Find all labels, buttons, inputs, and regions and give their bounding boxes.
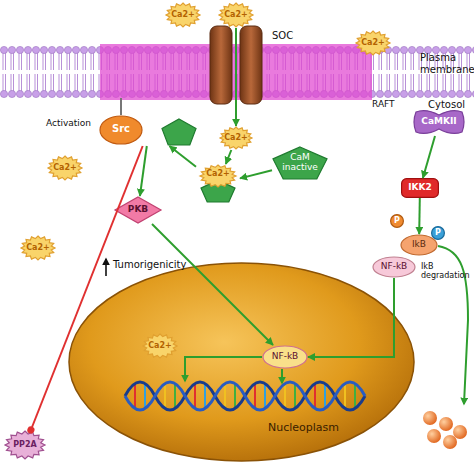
node-label: Ca2+ xyxy=(224,134,248,143)
nucleus-outline xyxy=(68,262,415,462)
calcium-ion: Ca2+ xyxy=(218,2,254,28)
nucleus: Nucleoplasm NF-kB Ca2+ xyxy=(68,262,415,462)
node-label: Ca2+ xyxy=(361,39,385,48)
activation-arrow xyxy=(418,198,421,234)
calcium-ion: Ca2+ xyxy=(219,126,253,150)
ikb-protein: IkB xyxy=(400,234,438,256)
node-label: NF-kB xyxy=(272,352,299,362)
phosphate-group: P xyxy=(390,214,404,228)
src-anchor xyxy=(120,98,122,115)
calcium-ion: Ca2+ xyxy=(165,2,201,28)
activation-arrow xyxy=(308,278,394,357)
pp2a-phosphatase: PP2A xyxy=(4,430,46,460)
node-label: Nucleoplasm xyxy=(268,422,339,434)
calmodulin-inactive: CaM inactive xyxy=(272,146,328,180)
activation-arrow xyxy=(240,170,272,178)
nfkb-protein: NF-kB xyxy=(372,256,416,278)
camkii-kinase: CaMKII xyxy=(412,108,466,136)
binding-arrow xyxy=(281,369,283,383)
calcium-ion: Ca2+ xyxy=(47,155,83,181)
node-label: Ca2+ xyxy=(224,11,248,20)
text-label: Tumorigenicity xyxy=(113,259,186,271)
node-label: Ca2+ xyxy=(53,164,77,173)
activation-arrow xyxy=(140,146,147,196)
phosphate-group: P xyxy=(431,226,445,240)
text-label: RAFT xyxy=(372,99,395,109)
node-label: Ca2+ xyxy=(148,342,172,351)
text-label: Cytosol xyxy=(428,99,465,111)
activation-arrow xyxy=(169,146,196,167)
text-label: Activation xyxy=(46,118,91,128)
text-label: IkB degradation xyxy=(421,262,473,280)
degraded-fragments xyxy=(423,411,467,449)
node-label: Ca2+ xyxy=(26,244,50,253)
node-label: P xyxy=(435,229,441,238)
node-label: Src xyxy=(99,123,143,134)
text-label: Plasma membrane xyxy=(420,52,474,75)
calcium-ion: Ca2+ xyxy=(355,30,391,56)
activation-arrow xyxy=(152,224,273,345)
src-kinase: Src xyxy=(99,114,199,146)
ikk2-kinase: IKK2 xyxy=(401,178,439,198)
node-label: NF-kB xyxy=(381,262,408,272)
degradation-arrow xyxy=(438,246,468,404)
node-label: P xyxy=(394,217,400,226)
binding-arrow xyxy=(185,357,262,381)
node-label: Ca2+ xyxy=(200,170,236,179)
calcium-ion: Ca2+ xyxy=(142,333,178,359)
dna-helix xyxy=(125,382,365,410)
increase-arrow xyxy=(105,259,107,276)
activation-arrow xyxy=(226,150,232,164)
node-label: PKB xyxy=(128,205,148,215)
calcium-ion: Ca2+ xyxy=(20,235,56,261)
calmodulin-complex: Ca2+ xyxy=(196,164,240,204)
node-label: CaM inactive xyxy=(278,153,322,173)
inhibition-connector xyxy=(31,146,143,430)
node-label: CaMKII xyxy=(421,117,456,127)
nfkb-protein: NF-kB xyxy=(262,345,308,369)
node-label: IkB xyxy=(412,240,426,250)
node-label: IKK2 xyxy=(408,183,432,193)
node-label: SOC xyxy=(272,30,293,41)
node-label: PP2A xyxy=(13,441,36,450)
activation-arrow xyxy=(235,28,237,126)
activation-arrow xyxy=(423,136,435,178)
node-label: Ca2+ xyxy=(171,11,195,20)
